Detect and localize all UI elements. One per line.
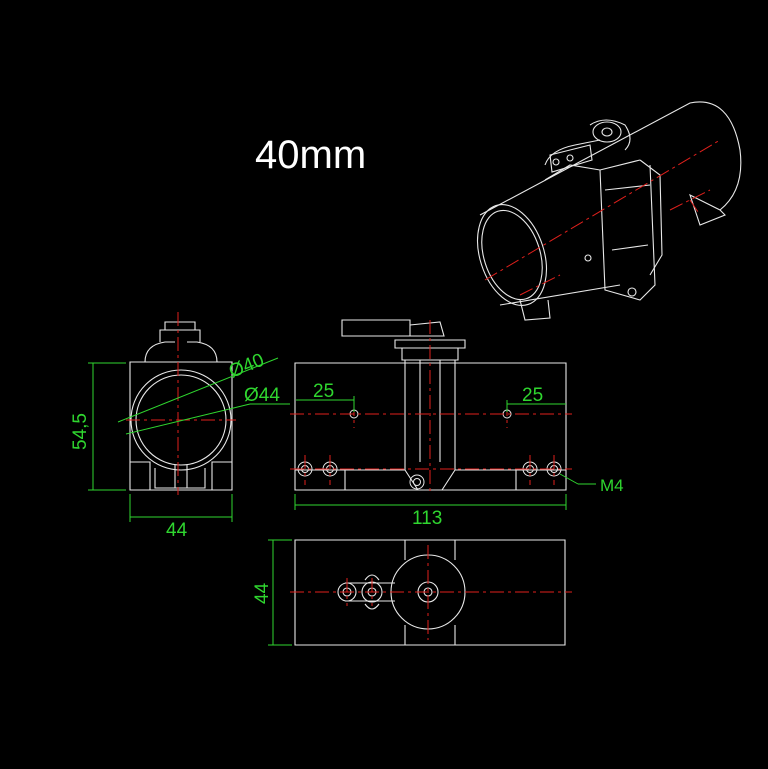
front-width-label: 44 (166, 520, 188, 541)
side-length-label: 113 (412, 508, 442, 529)
front-dimensions: 54,5 44 Ø40 Ø44 (70, 350, 290, 541)
thread-label: M4 (600, 476, 624, 495)
top-dimensions: 44 (252, 539, 292, 646)
front-view (126, 312, 236, 495)
side-left-offset-label: 25 (313, 381, 334, 402)
side-view (290, 319, 572, 495)
top-width-label: 44 (252, 582, 273, 604)
side-dimensions: 25 25 113 M4 (294, 381, 624, 529)
front-height-label: 54,5 (70, 413, 91, 450)
size-title: 40mm (255, 133, 366, 177)
top-view (290, 539, 572, 646)
inner-diameter-label: Ø40 (226, 350, 267, 383)
side-right-offset-label: 25 (522, 385, 543, 406)
outer-diameter-label: Ø44 (244, 385, 280, 406)
isometric-view (477, 101, 742, 321)
